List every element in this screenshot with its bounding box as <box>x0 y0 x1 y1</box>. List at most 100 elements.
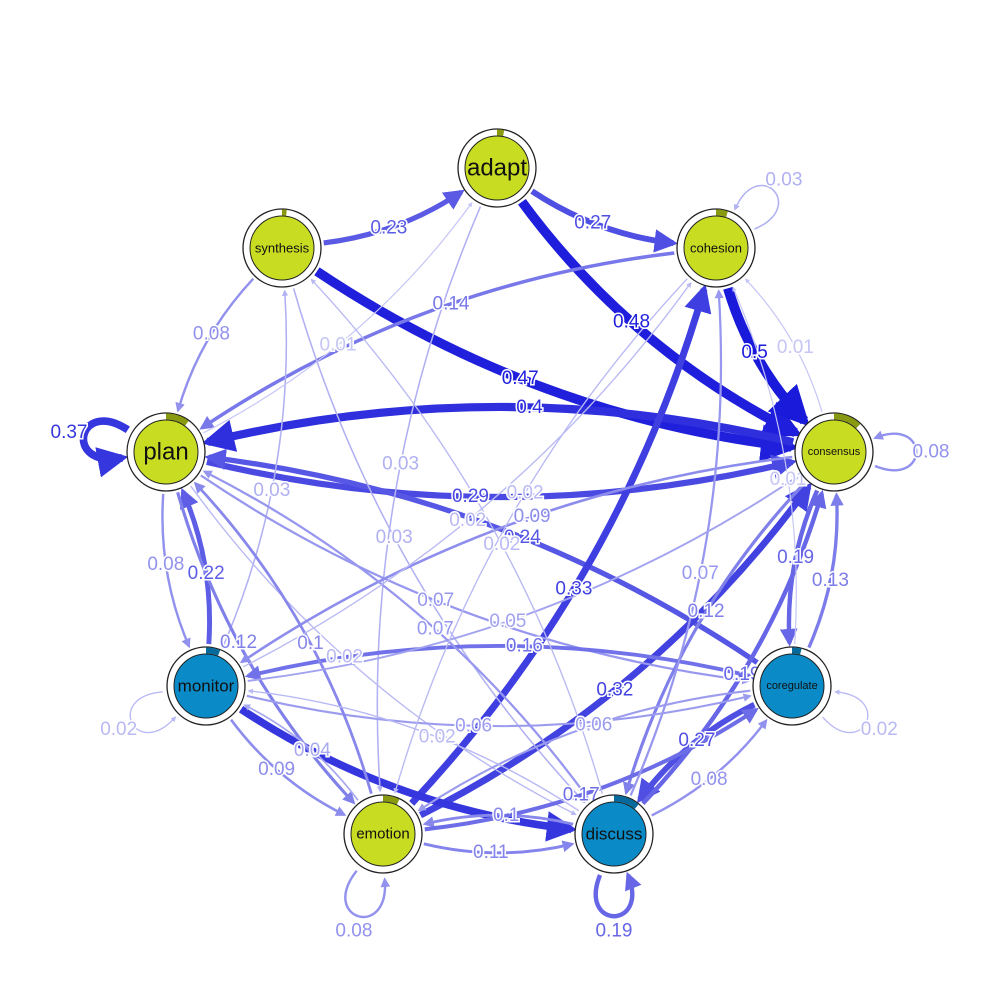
node-label-cohesion: cohesion <box>690 241 742 256</box>
node-core <box>581 801 647 867</box>
edge-label-emotion-emotion: 0.08 <box>335 921 372 942</box>
edge-label-coregulate-emotion: 0.06 <box>575 714 612 735</box>
edge-line <box>314 267 799 463</box>
edge-line <box>779 489 820 647</box>
node-cohesion[interactable]: cohesion <box>676 208 756 288</box>
edge-label-monitor-emotion: 0.09 <box>258 759 295 780</box>
edge-line <box>807 492 844 649</box>
edge-label-discuss-discuss: 0.19 <box>596 921 633 942</box>
edge-label-consensus-cohesion: 0.01 <box>777 337 814 358</box>
edge-discuss-emotion <box>422 813 574 828</box>
edge-cohesion-consensus <box>723 286 810 427</box>
edge-discuss-coregulate <box>651 718 768 817</box>
edge-label-consensus-discuss: 0.12 <box>688 601 725 622</box>
edge-label-cohesion-plan: 0.14 <box>433 293 470 314</box>
edge-label-coregulate-plan: 0.24 <box>504 527 541 548</box>
edge-synthesis-discuss <box>292 288 586 804</box>
edge-label-consensus-coregulate: 0.19 <box>777 547 814 568</box>
edges-layer <box>79 184 918 919</box>
edge-line <box>418 482 812 819</box>
edge-label-cohesion-cohesion: 0.03 <box>765 170 802 191</box>
edge-line <box>744 278 823 412</box>
edge-emotion-cohesion <box>409 283 712 806</box>
node-coregulate[interactable]: coregulate <box>752 646 832 726</box>
edge-label-consensus-monitor: 0.09 <box>514 506 551 527</box>
edge-label-plan-adapt: 0.01 <box>320 335 357 356</box>
edge-synthesis-consensus <box>314 267 799 463</box>
edge-label-synthesis-adapt: 0.23 <box>370 218 407 239</box>
edge-line <box>424 707 759 832</box>
edge-plan-consensus <box>206 454 798 501</box>
edge-line <box>238 705 578 842</box>
edge-label-monitor-consensus: 0.05 <box>489 611 526 632</box>
edge-line <box>593 871 642 919</box>
node-discuss[interactable]: discuss <box>574 794 654 874</box>
node-label-adapt: adapt <box>467 155 527 182</box>
edge-coregulate-plan <box>204 448 759 665</box>
edge-emotion-consensus <box>418 482 812 819</box>
node-core <box>133 419 199 485</box>
node-consensus[interactable]: consensus <box>794 412 874 492</box>
edge-monitor-coregulate <box>246 693 752 728</box>
edge-coregulate-emotion <box>417 689 751 812</box>
node-pie-arc <box>613 795 639 810</box>
edge-emotion-coregulate <box>424 707 759 832</box>
edge-line <box>409 283 712 806</box>
edge-label-cohesion-consensus: 0.5 <box>741 342 767 363</box>
node-pie-arc <box>382 795 400 805</box>
edge-cohesion-emotion <box>393 278 688 794</box>
edge-plan-discuss <box>190 485 577 816</box>
node-label-synthesis: synthesis <box>255 241 310 256</box>
edge-line <box>423 840 575 855</box>
node-pie-arc <box>165 413 189 426</box>
edge-synthesis-plan <box>175 277 255 413</box>
node-label-discuss: discuss <box>586 825 643 844</box>
edge-line <box>201 402 795 452</box>
edge-emotion-discuss <box>423 840 575 855</box>
edge-line <box>310 278 604 794</box>
edge-line <box>244 643 752 681</box>
node-label-plan: plan <box>143 439 188 466</box>
edge-line <box>161 493 191 649</box>
edge-label-discuss-emotion: 0.1 <box>493 805 519 826</box>
edge-discuss-cohesion <box>629 289 724 796</box>
edge-line <box>202 470 591 801</box>
node-label-emotion: emotion <box>356 826 409 843</box>
node-plan[interactable]: plan <box>126 412 206 492</box>
edge-discuss-plan <box>202 470 591 801</box>
edge-label-synthesis-plan: 0.08 <box>193 323 230 344</box>
node-synthesis[interactable]: synthesis <box>242 208 322 288</box>
edge-label-coregulate-discuss: 0.27 <box>678 730 715 751</box>
edge-line <box>129 691 177 734</box>
node-core <box>759 653 825 719</box>
edge-monitor-monitor <box>129 691 177 734</box>
edge-label-synthesis-discuss: 0.03 <box>376 527 413 548</box>
edge-coregulate-consensus <box>807 492 844 649</box>
edge-label-plan-monitor: 0.08 <box>147 554 184 575</box>
edge-label-coregulate-monitor: 0.16 <box>506 636 543 657</box>
node-pie-arc <box>791 647 802 655</box>
edge-discuss-monitor <box>247 688 580 812</box>
node-emotion[interactable]: emotion <box>343 794 423 874</box>
edge-label-adapt-cohesion: 0.27 <box>574 213 611 234</box>
edge-coregulate-coregulate <box>822 689 869 734</box>
edge-discuss-consensus <box>641 489 827 806</box>
edge-line <box>393 278 688 794</box>
edge-discuss-discuss <box>593 871 642 919</box>
node-monitor[interactable]: monitor <box>166 646 246 726</box>
edge-line <box>239 455 793 664</box>
edge-label-consensus-consensus: 0.08 <box>913 442 950 463</box>
edge-line <box>229 718 347 817</box>
edge-line <box>190 485 577 816</box>
edge-adapt-cohesion <box>530 188 678 253</box>
edge-label-coregulate-cohesion: 0.01 <box>770 469 807 490</box>
edge-label-discuss-coregulate: 0.08 <box>691 769 728 790</box>
edge-synthesis-adapt <box>323 189 465 246</box>
edge-line <box>175 277 255 413</box>
edge-line <box>822 689 869 734</box>
edge-coregulate-cohesion <box>732 286 797 645</box>
node-core <box>801 419 867 485</box>
node-adapt[interactable]: adapt <box>457 128 537 208</box>
edge-discuss-synthesis <box>310 278 604 794</box>
